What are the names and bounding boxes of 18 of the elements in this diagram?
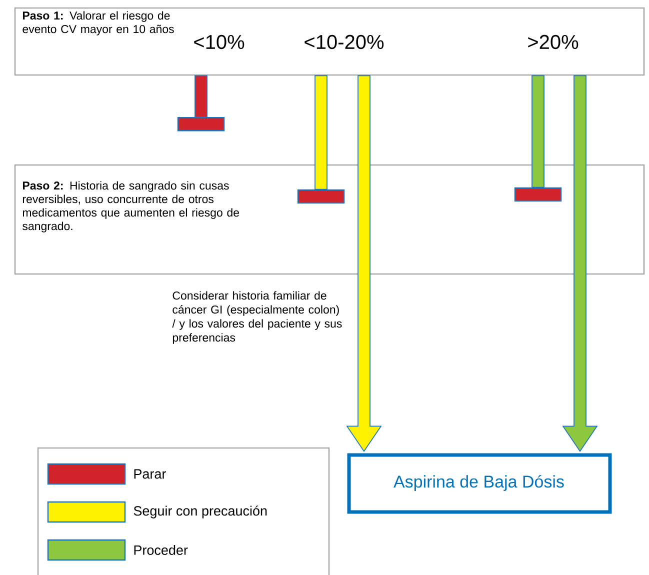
step-description: Paso 2: Historia de sangrado sin cusas reversibles, uso concurrente de otros medicamentos que aumenten el riesgo de sangrado.	[22, 181, 239, 232]
result-text: Aspirina de Baja Dósis	[394, 474, 564, 491]
legend-label: Parar	[134, 469, 166, 479]
stop-bar	[514, 75, 562, 202]
risk-threshold: <10-20%	[304, 34, 384, 50]
step-box	[14, 7, 645, 76]
step-box	[14, 164, 645, 275]
arrow	[562, 75, 598, 452]
legend-label: Proceder	[134, 545, 188, 555]
stop-bar	[177, 75, 225, 132]
arrow	[346, 75, 382, 452]
legend-label: Seguir con precaución	[134, 506, 267, 518]
stop-bar	[297, 75, 345, 204]
risk-threshold: >20%	[528, 34, 578, 50]
note-text: Considerar historia familiar de cáncer GI (especialmente colon) / y los valores del paciente y sus preferencias	[172, 291, 342, 344]
risk-threshold: <10%	[194, 34, 244, 50]
result-box	[347, 453, 612, 514]
step-description: Paso 1: Valorar el riesgo de evento CV mayor en 10 años	[22, 11, 174, 36]
